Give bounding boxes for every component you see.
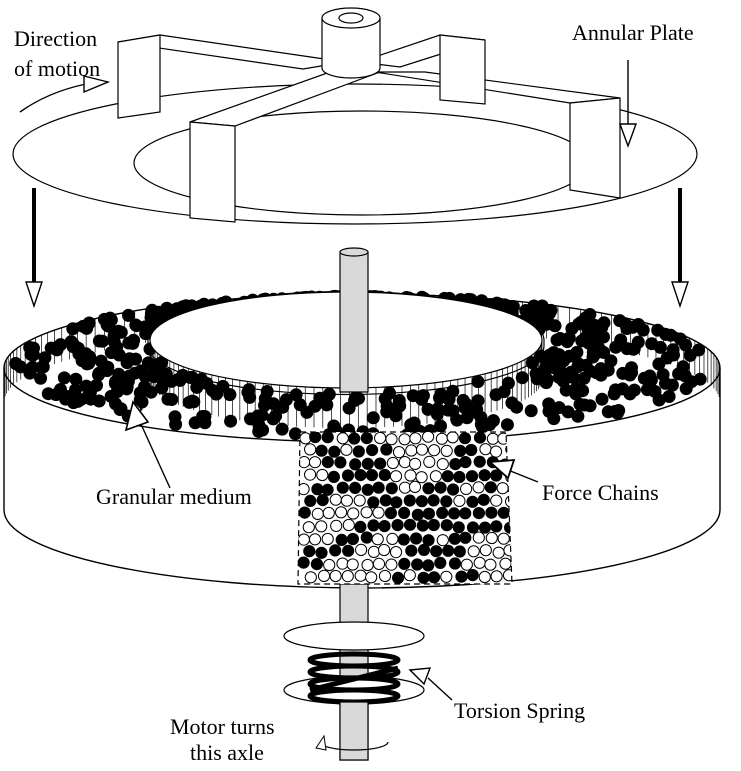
plate-support-frame	[117, 34, 621, 223]
vane-back-right	[439, 34, 486, 105]
force-chain-window	[297, 431, 513, 585]
label-motor-line2: this axle	[190, 740, 264, 765]
vane-left	[117, 34, 161, 119]
label-granular-medium: Granular medium	[96, 484, 252, 509]
force-chains-pointer	[487, 458, 539, 483]
label-torsion-spring: Torsion Spring	[454, 698, 585, 723]
spring-top-disk	[283, 621, 425, 651]
label-annular-plate: Annular Plate	[572, 20, 694, 45]
annular-plate-pointer	[619, 60, 637, 149]
label-direction-line1: Direction	[14, 26, 97, 51]
rotation-indicator	[315, 734, 389, 751]
plate-hub	[321, 7, 381, 79]
lowering-arrows	[25, 188, 689, 309]
vane-front	[189, 121, 236, 223]
label-direction-line2: of motion	[14, 56, 100, 81]
label-motor-line1: Motor turns	[170, 714, 275, 739]
granular-surface-beads	[9, 289, 707, 442]
torsion-spring-pointer	[408, 667, 453, 701]
label-force-chains: Force Chains	[542, 480, 659, 505]
direction-arrow	[19, 75, 111, 113]
torsion-spring	[283, 621, 425, 761]
vane-right	[569, 97, 621, 199]
granular-medium-pointer	[124, 400, 171, 489]
